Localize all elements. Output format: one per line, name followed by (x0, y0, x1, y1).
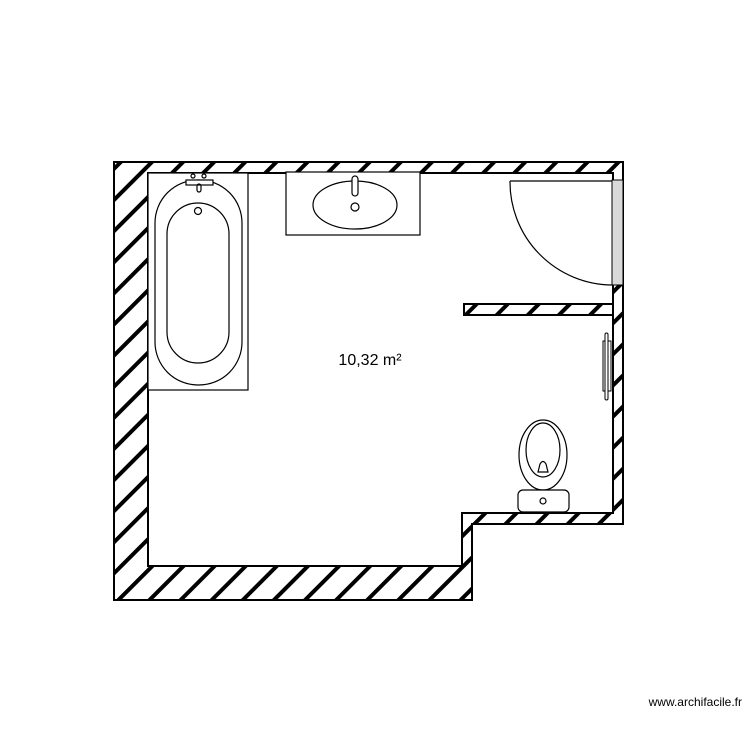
sink-icon (285, 171, 421, 236)
room-area-label: 10,32 m² (338, 352, 402, 369)
door-icon[interactable] (509, 179, 624, 286)
toilet-icon (517, 419, 570, 513)
watermark: www.archifacile.fr (648, 695, 742, 709)
partition-wall (463, 303, 614, 316)
bathtub-icon (147, 172, 249, 391)
towel-radiator-icon (602, 332, 612, 401)
exterior-walls (113, 161, 624, 601)
